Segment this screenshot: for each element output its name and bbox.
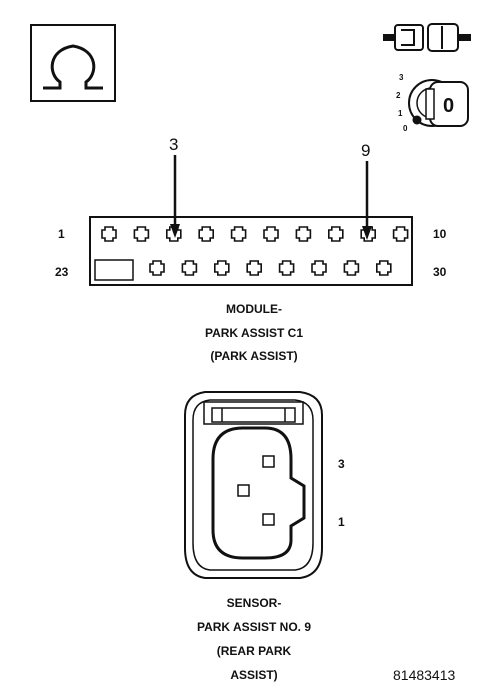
module-caption: MODULE- PARK ASSIST C1 (PARK ASSIST) bbox=[205, 302, 303, 363]
sensor-pin-label-1: 1 bbox=[338, 515, 345, 529]
module-cavity-top-7 bbox=[295, 226, 312, 242]
figure-number: 81483413 bbox=[393, 667, 456, 683]
module-caption-line-3: (PARK ASSIST) bbox=[210, 349, 297, 363]
bottom-cavity-row bbox=[149, 260, 392, 276]
arrow-head-3 bbox=[170, 224, 180, 238]
ignition-key-icon: 3 2 1 0 0 bbox=[396, 73, 469, 133]
sensor-caption-line-2: PARK ASSIST NO. 9 bbox=[197, 620, 311, 634]
module-cavity-top-5 bbox=[230, 226, 247, 242]
module-cavity-bottom-8 bbox=[376, 260, 392, 276]
module-cavity-bottom-1 bbox=[149, 260, 165, 276]
pin-label-10: 10 bbox=[433, 227, 447, 241]
pin-label-1: 1 bbox=[58, 227, 65, 241]
sensor-caption: SENSOR- PARK ASSIST NO. 9 (REAR PARK ASS… bbox=[197, 596, 311, 682]
sensor-cavity-3 bbox=[262, 455, 275, 468]
connector-disconnected-icon bbox=[383, 23, 471, 52]
module-cavity-bottom-4 bbox=[246, 260, 262, 276]
pin-label-30: 30 bbox=[433, 265, 447, 279]
sensor-caption-line-1: SENSOR- bbox=[227, 596, 282, 610]
module-cavity-top-2 bbox=[133, 226, 150, 242]
module-cavity-top-10 bbox=[392, 226, 409, 242]
callout-label-3: 3 bbox=[169, 135, 178, 154]
ignition-pos-3: 3 bbox=[399, 73, 404, 82]
sensor-caption-line-4: ASSIST) bbox=[230, 668, 277, 682]
module-cavity-bottom-3 bbox=[214, 260, 230, 276]
module-cavity-top-1 bbox=[101, 226, 117, 242]
ignition-pos-2: 2 bbox=[396, 91, 401, 100]
ohmmeter-icon bbox=[30, 24, 116, 102]
module-connector: 3 9 1 10 23 30 bbox=[55, 135, 447, 286]
module-cavity-top-8 bbox=[328, 226, 344, 242]
module-cavity-top-6 bbox=[263, 226, 279, 242]
module-caption-line-2: PARK ASSIST C1 bbox=[205, 326, 303, 340]
module-cavity-top-4 bbox=[198, 226, 214, 242]
module-cavity-bottom-5 bbox=[278, 260, 295, 276]
sensor-pin-label-3: 3 bbox=[338, 457, 345, 471]
sensor-cavity-1 bbox=[262, 513, 275, 526]
module-cavity-bottom-7 bbox=[343, 260, 360, 276]
connector-lock-tab bbox=[94, 259, 134, 281]
callout-label-9: 9 bbox=[361, 141, 370, 160]
ignition-pos-1: 1 bbox=[398, 109, 403, 118]
ignition-pos-0: 0 bbox=[403, 124, 408, 133]
arrow-head-9 bbox=[362, 226, 372, 240]
module-cavity-bottom-2 bbox=[181, 260, 198, 276]
module-caption-line-1: MODULE- bbox=[226, 302, 282, 316]
key-label: 0 bbox=[443, 95, 454, 117]
sensor-caption-line-3: (REAR PARK bbox=[217, 644, 292, 658]
module-cavity-bottom-6 bbox=[311, 260, 327, 276]
sensor-face bbox=[211, 426, 306, 560]
sensor-connector: 3 1 bbox=[184, 391, 345, 579]
sensor-cavity-2 bbox=[237, 484, 250, 497]
pin-label-23: 23 bbox=[55, 265, 69, 279]
